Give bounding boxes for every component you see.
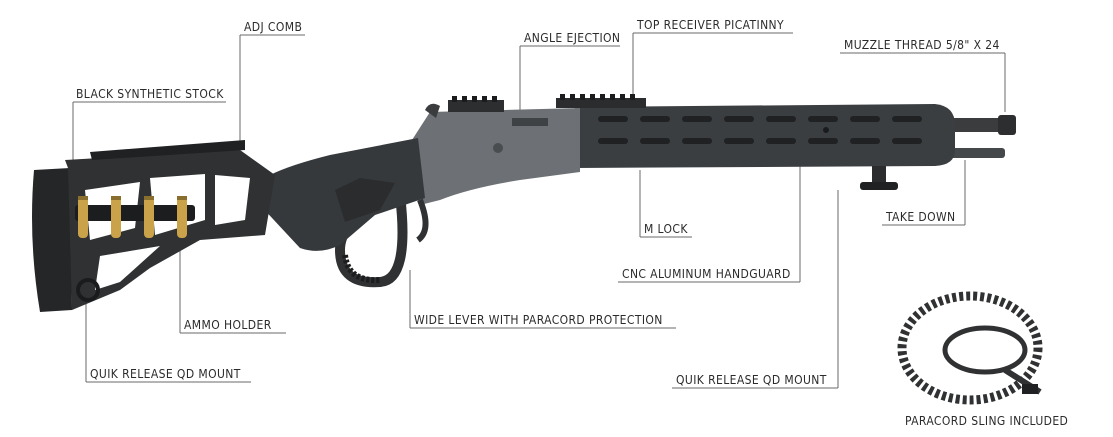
stock-qd-mount [76, 278, 100, 302]
callout-top-receiver-picatinny: TOP RECEIVER PICATINNY [637, 18, 785, 32]
callout-m-lock: M LOCK [644, 222, 688, 236]
front-qd-mount [860, 166, 898, 190]
callout-muzzle-thread: MUZZLE THREAD 5/8" X 24 [844, 38, 1000, 52]
paracord-sling [897, 291, 1043, 405]
receiver [409, 96, 580, 205]
barrel [940, 115, 1016, 158]
handguard [556, 94, 955, 168]
callout-angle-ejection: ANGLE EJECTION [524, 31, 621, 45]
stock [32, 140, 275, 312]
callout-paracord-sling: PARACORD SLING INCLUDED [905, 414, 1069, 428]
callout-wide-lever: WIDE LEVER WITH PARACORD PROTECTION [414, 313, 663, 327]
callout-quik-release-front: QUIK RELEASE QD MOUNT [676, 373, 827, 387]
leader-lines [72, 32, 1006, 389]
callout-quik-release-stock: QUIK RELEASE QD MOUNT [90, 367, 241, 381]
ammo-holder [75, 196, 195, 238]
callout-ammo-holder: AMMO HOLDER [184, 318, 272, 332]
callout-adj-comb: ADJ COMB [244, 20, 303, 34]
callout-black-synthetic-stock: BLACK SYNTHETIC STOCK [76, 87, 224, 101]
callout-take-down: TAKE DOWN [886, 210, 956, 224]
callout-cnc-aluminum-handguard: CNC ALUMINUM HANDGUARD [622, 267, 791, 281]
grip [260, 138, 425, 251]
